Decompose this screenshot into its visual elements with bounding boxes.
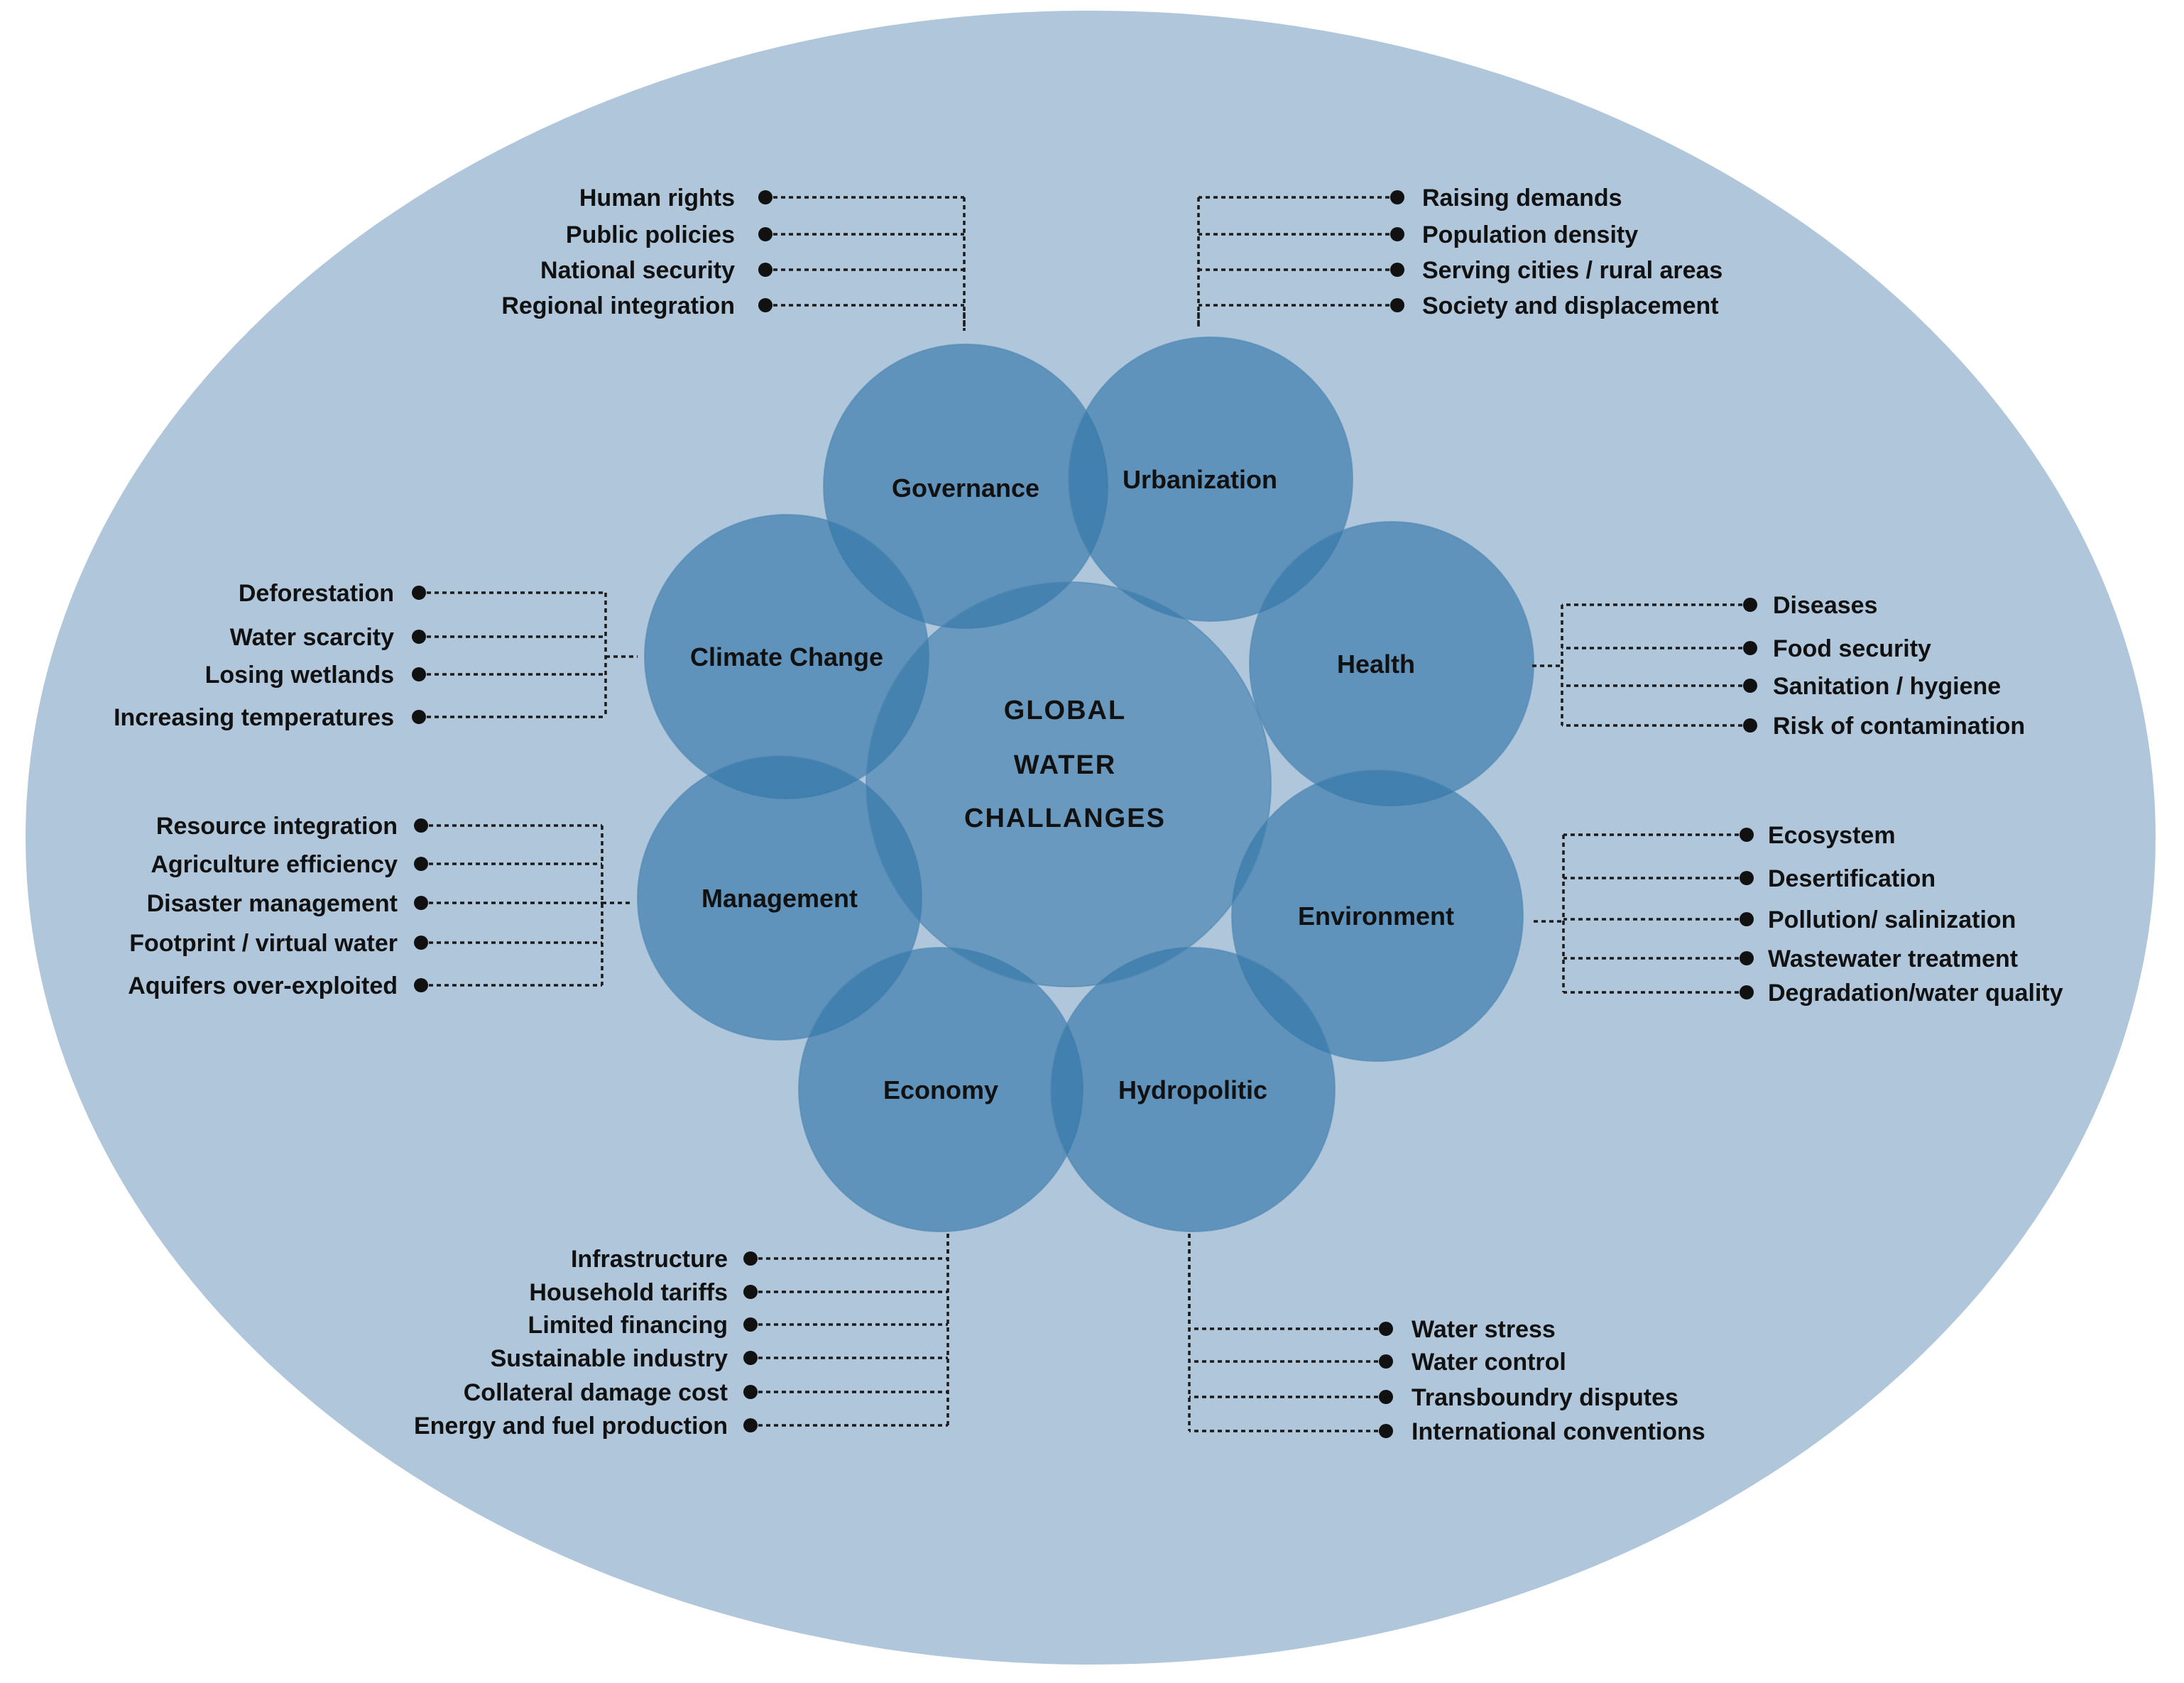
challenge-item: Household tariffs [529, 1279, 728, 1306]
circle-environment [1231, 769, 1524, 1062]
circle-core [866, 581, 1272, 987]
challenge-item: Deforestation [239, 580, 394, 607]
bullet-dot [412, 586, 426, 600]
bullet-dot [414, 857, 428, 871]
challenge-item: Degradation/water quality [1768, 980, 2063, 1007]
challenge-item: Water scarcity [230, 624, 394, 651]
bullet-dot [414, 978, 428, 992]
category-label-urbanization: Urbanization [1123, 465, 1277, 494]
bullet-dot [758, 263, 772, 277]
bullet-dot [412, 667, 426, 681]
bullet-dot [1740, 828, 1754, 842]
bullet-dot [1740, 951, 1754, 965]
category-label-health: Health [1337, 649, 1415, 679]
challenge-item: Regional integration [501, 292, 735, 319]
bullet-dot [743, 1351, 758, 1365]
bullet-dot [743, 1251, 758, 1266]
challenge-item: Public policies [566, 221, 735, 248]
challenge-item: Desertification [1768, 865, 1935, 892]
challenge-item: Food security [1773, 635, 1931, 662]
bullet-dot [1379, 1390, 1393, 1404]
text-labels: GLOBAL WATER CHALLANGES Governance Human rig… [114, 185, 2063, 1445]
bullet-dot [414, 818, 428, 833]
challenge-item: Agriculture efficiency [151, 851, 398, 878]
bullet-dot [1743, 641, 1757, 655]
bullet-dot [758, 190, 772, 204]
bullet-dot [758, 298, 772, 312]
bullet-dot [1743, 679, 1757, 693]
challenge-item: Aquifers over-exploited [128, 972, 398, 999]
bullet-dot [1740, 871, 1754, 885]
challenge-item: Risk of contamination [1773, 713, 2025, 740]
challenge-item: Water control [1412, 1349, 1566, 1376]
challenge-item: Pollution/ salinization [1768, 906, 2016, 933]
bullet-dot [743, 1385, 758, 1399]
bullet-dot [758, 227, 772, 241]
bullet-dot [743, 1418, 758, 1432]
bullet-dot [1743, 718, 1757, 733]
bullet-dot [1379, 1322, 1393, 1336]
challenge-item: Ecosystem [1768, 822, 1896, 849]
bullet-dot [1740, 912, 1754, 926]
challenge-item: Footprint / virtual water [129, 930, 398, 957]
challenge-item: Raising demands [1422, 185, 1622, 212]
challenge-item: Human rights [579, 185, 735, 212]
core-title-line: WATER [1014, 750, 1116, 780]
challenge-item: Sustainable industry [491, 1345, 728, 1372]
bullet-dot [414, 896, 428, 910]
category-label-economy: Economy [883, 1075, 998, 1104]
challenge-item: Resource integration [156, 813, 398, 840]
bullet-dot [1379, 1354, 1393, 1369]
challenge-item: Infrastructure [571, 1246, 728, 1273]
challenge-item: Disaster management [147, 890, 398, 917]
challenge-item: Wastewater treatment [1768, 945, 2018, 972]
challenge-item: Increasing temperatures [114, 704, 394, 731]
core-title-line: GLOBAL [1004, 696, 1126, 725]
challenge-item: Sanitation / hygiene [1773, 673, 2001, 700]
bullet-dot [414, 936, 428, 950]
challenge-item: Energy and fuel production [414, 1413, 728, 1440]
challenge-item: Water stress [1412, 1316, 1556, 1343]
challenge-item: Losing wetlands [205, 662, 394, 689]
core-title-line: CHALLANGES [964, 804, 1166, 833]
category-circles [637, 336, 1534, 1232]
bullet-dot [743, 1285, 758, 1299]
category-label-climate-change: Climate Change [690, 642, 883, 671]
challenge-item: Serving cities / rural areas [1422, 257, 1722, 284]
bullet-dot [1390, 190, 1404, 204]
circle-urbanization [1068, 336, 1353, 622]
bullet-dot [743, 1317, 758, 1332]
challenge-item: Limited financing [528, 1312, 728, 1339]
challenge-item: National security [540, 257, 735, 284]
challenge-item: International conventions [1412, 1418, 1705, 1445]
category-label-governance: Governance [892, 473, 1039, 503]
bullet-dot [1379, 1424, 1393, 1438]
bullet-dot [412, 710, 426, 724]
challenge-item: Diseases [1773, 592, 1877, 619]
challenge-item: Collateral damage cost [464, 1379, 728, 1406]
bullet-dot [412, 630, 426, 644]
bullet-dot [1740, 985, 1754, 999]
circle-hydropolitic [1050, 947, 1336, 1232]
category-label-environment: Environment [1298, 901, 1454, 931]
bullet-dot [1743, 598, 1757, 612]
connectors [412, 190, 1757, 1438]
bullet-dot [1390, 298, 1404, 312]
challenge-item: Population density [1422, 221, 1638, 248]
bullet-dot [1390, 263, 1404, 277]
category-label-management: Management [701, 884, 858, 913]
challenge-item: Society and displacement [1422, 292, 1719, 319]
challenge-item: Transboundry disputes [1412, 1384, 1678, 1411]
category-label-hydropolitic: Hydropolitic [1118, 1075, 1267, 1104]
bullet-dot [1390, 227, 1404, 241]
